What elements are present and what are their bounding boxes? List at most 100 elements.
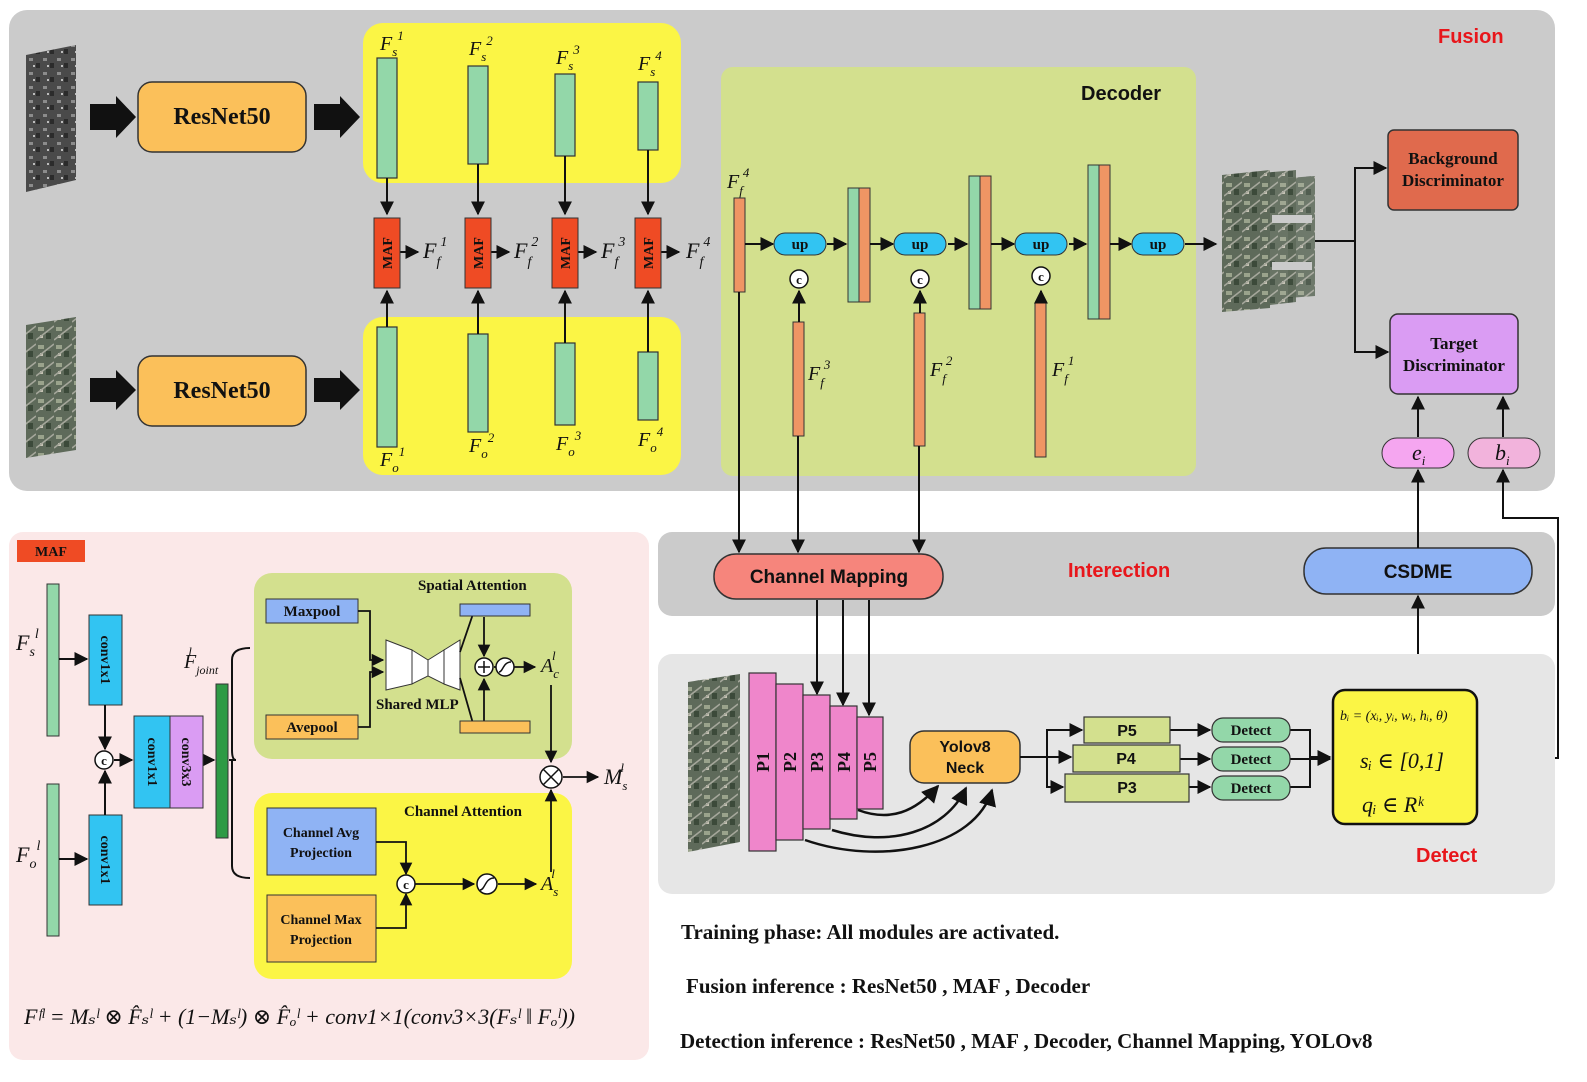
disc-inputs: ei bi: [1381, 437, 1541, 469]
optical-feature-bars: [376, 326, 659, 448]
channel-avg-block: Channel Avg Projection: [266, 807, 377, 876]
shared-mlp-block: Shared MLP: [376, 639, 461, 713]
svg-text:c: c: [403, 877, 409, 892]
svg-text:P4: P4: [834, 752, 854, 772]
neck-to-heads-arrows: [1020, 723, 1332, 794]
svg-text:conv1x1: conv1x1: [97, 636, 112, 685]
up-label: up: [1033, 237, 1050, 253]
optical-features-panel: [363, 317, 681, 475]
decoder-panel: [721, 67, 1196, 476]
svg-text:Shared MLP: Shared MLP: [376, 697, 459, 713]
svg-text:Channel Max: Channel Max: [280, 913, 361, 928]
channel-concat-sigmoid: c: [396, 873, 498, 895]
svg-text:c: c: [101, 753, 107, 768]
resnet50-sar-block: ResNet50: [137, 81, 307, 153]
e-input-label: ei: [1412, 440, 1426, 468]
sar-feature-labels: Fs1 Fs2 Fs3 Fs4: [379, 28, 662, 79]
svg-text:Projection: Projection: [290, 846, 352, 861]
channel-attention-title: Channel Attention: [404, 804, 523, 820]
svg-text:Projection: Projection: [290, 933, 352, 948]
sar-input-image: [26, 45, 76, 192]
feature-pyramid: [748, 672, 884, 852]
interaction-title: Interection: [1068, 560, 1170, 582]
maf-tag-label: MAF: [35, 545, 67, 560]
output-bbox: bᵢ = (xᵢ, yᵢ, wᵢ, hᵢ, θ): [1340, 709, 1448, 724]
target-disc-line1: Target: [1430, 334, 1478, 353]
note-training: Training phase: All modules are activate…: [681, 920, 1060, 944]
svg-text:Maxpool: Maxpool: [284, 604, 341, 620]
detection-output-box: bᵢ = (xᵢ, yᵢ, wᵢ, hᵢ, θ) sᵢ ∈ [0,1] qᵢ ∈…: [1331, 688, 1479, 826]
channel-mapping-block: Channel Mapping: [713, 553, 944, 600]
up-label: up: [1150, 237, 1167, 253]
concat-symbol: c: [796, 272, 802, 287]
maf-conv-blocks: [88, 614, 123, 906]
svg-text:Detect: Detect: [1231, 723, 1272, 739]
add-sigmoid-nodes: [474, 657, 515, 677]
maf-label: MAF: [642, 237, 657, 269]
up-label: up: [912, 237, 929, 253]
sar-features-panel: [363, 23, 681, 183]
maf-conv-labels: conv1x1 conv1x1: [97, 636, 112, 885]
maf-formula: Fᶠˡ = Mₛˡ ⊗ F̂ₛˡ + (1−Mₛˡ) ⊗ F̂ₒˡ + conv…: [23, 1004, 575, 1029]
resnet50-label: ResNet50: [173, 378, 270, 404]
detect-labels: Detect Detect Detect: [1231, 723, 1272, 797]
sar-feature-bars: [376, 57, 659, 179]
fused-output-image: [1222, 170, 1315, 312]
channel-attention-arrows: [376, 770, 600, 929]
maf-label: MAF: [472, 237, 487, 269]
svg-text:P5: P5: [860, 752, 880, 772]
svg-text:conv1x1: conv1x1: [97, 836, 112, 885]
svg-text:conv1x1: conv1x1: [144, 738, 159, 787]
maf-input-bars: [46, 583, 60, 937]
decoder-to-mapping-arrows: [732, 292, 926, 554]
maf-blocks: MAF MAF MAF MAF: [373, 217, 662, 289]
up-label: up: [792, 237, 809, 253]
note-fusion-inference: Fusion inference : ResNet50 , MAF , Deco…: [686, 974, 1091, 998]
svg-text:P3: P3: [807, 752, 827, 772]
target-disc-line2: Discriminator: [1403, 356, 1505, 375]
csdme-label: CSDME: [1384, 562, 1453, 583]
joint-feature-label: Fjointl: [183, 644, 219, 677]
svg-text:Neck: Neck: [946, 760, 984, 777]
pyramid-labels: P1 P2 P3 P4 P5: [753, 752, 880, 772]
svg-text:P4: P4: [1116, 751, 1136, 768]
maxpool-block: Maxpool: [265, 598, 359, 624]
resnet50-optical-block: ResNet50: [137, 355, 307, 427]
background-disc-line1: Background: [1408, 149, 1498, 168]
channel-mapping-label: Channel Mapping: [750, 567, 908, 588]
maf-label: MAF: [381, 237, 396, 269]
joint-feature-bar: [215, 683, 229, 839]
pyramid-to-neck-curves: [804, 784, 996, 853]
svg-text:Detect: Detect: [1231, 752, 1272, 768]
detect-title: Detect: [1416, 845, 1477, 867]
decoder-title: Decoder: [1081, 83, 1161, 105]
spatial-attention-output: Acl: [539, 648, 559, 681]
maf-joint-conv: conv1x1 conv3x3: [133, 715, 204, 809]
yolov8-neck-block: Yolov8 Neck: [909, 730, 1021, 784]
head-labels: P5 P4 P3: [1116, 723, 1137, 797]
channel-attention-output: Asl: [539, 866, 558, 899]
detect-input-image: [688, 674, 740, 852]
detect-blocks: [1211, 717, 1291, 801]
maf-left-arrows: [59, 647, 251, 879]
svg-text:P3: P3: [1117, 780, 1137, 797]
output-score: sᵢ ∈ [0,1]: [1360, 748, 1444, 773]
svg-text:Channel Avg: Channel Avg: [283, 826, 359, 841]
head-blocks: [1064, 716, 1190, 803]
discriminator-arrows: [1315, 161, 1510, 437]
maf-connections: [380, 150, 681, 352]
maf-tag: [17, 540, 85, 562]
upsample-blocks: up up up up: [773, 232, 1185, 256]
concat-nodes: c c c: [789, 266, 1051, 289]
mapping-to-pyramid-arrows: [810, 600, 876, 717]
spatial-attention-title: Spatial Attention: [418, 578, 527, 594]
svg-text:P5: P5: [1117, 723, 1137, 740]
svg-text:Yolov8: Yolov8: [939, 739, 990, 756]
fusion-title: Fusion: [1438, 26, 1504, 48]
target-discriminator: Target Discriminator: [1389, 313, 1519, 395]
avgpool-block: Avepool: [265, 714, 359, 740]
svg-text:Detect: Detect: [1231, 781, 1272, 797]
optical-input-image: [26, 317, 76, 458]
spatial-fc-bottom: [459, 720, 531, 734]
output-class: qᵢ ∈ Rᵏ: [1362, 792, 1424, 817]
